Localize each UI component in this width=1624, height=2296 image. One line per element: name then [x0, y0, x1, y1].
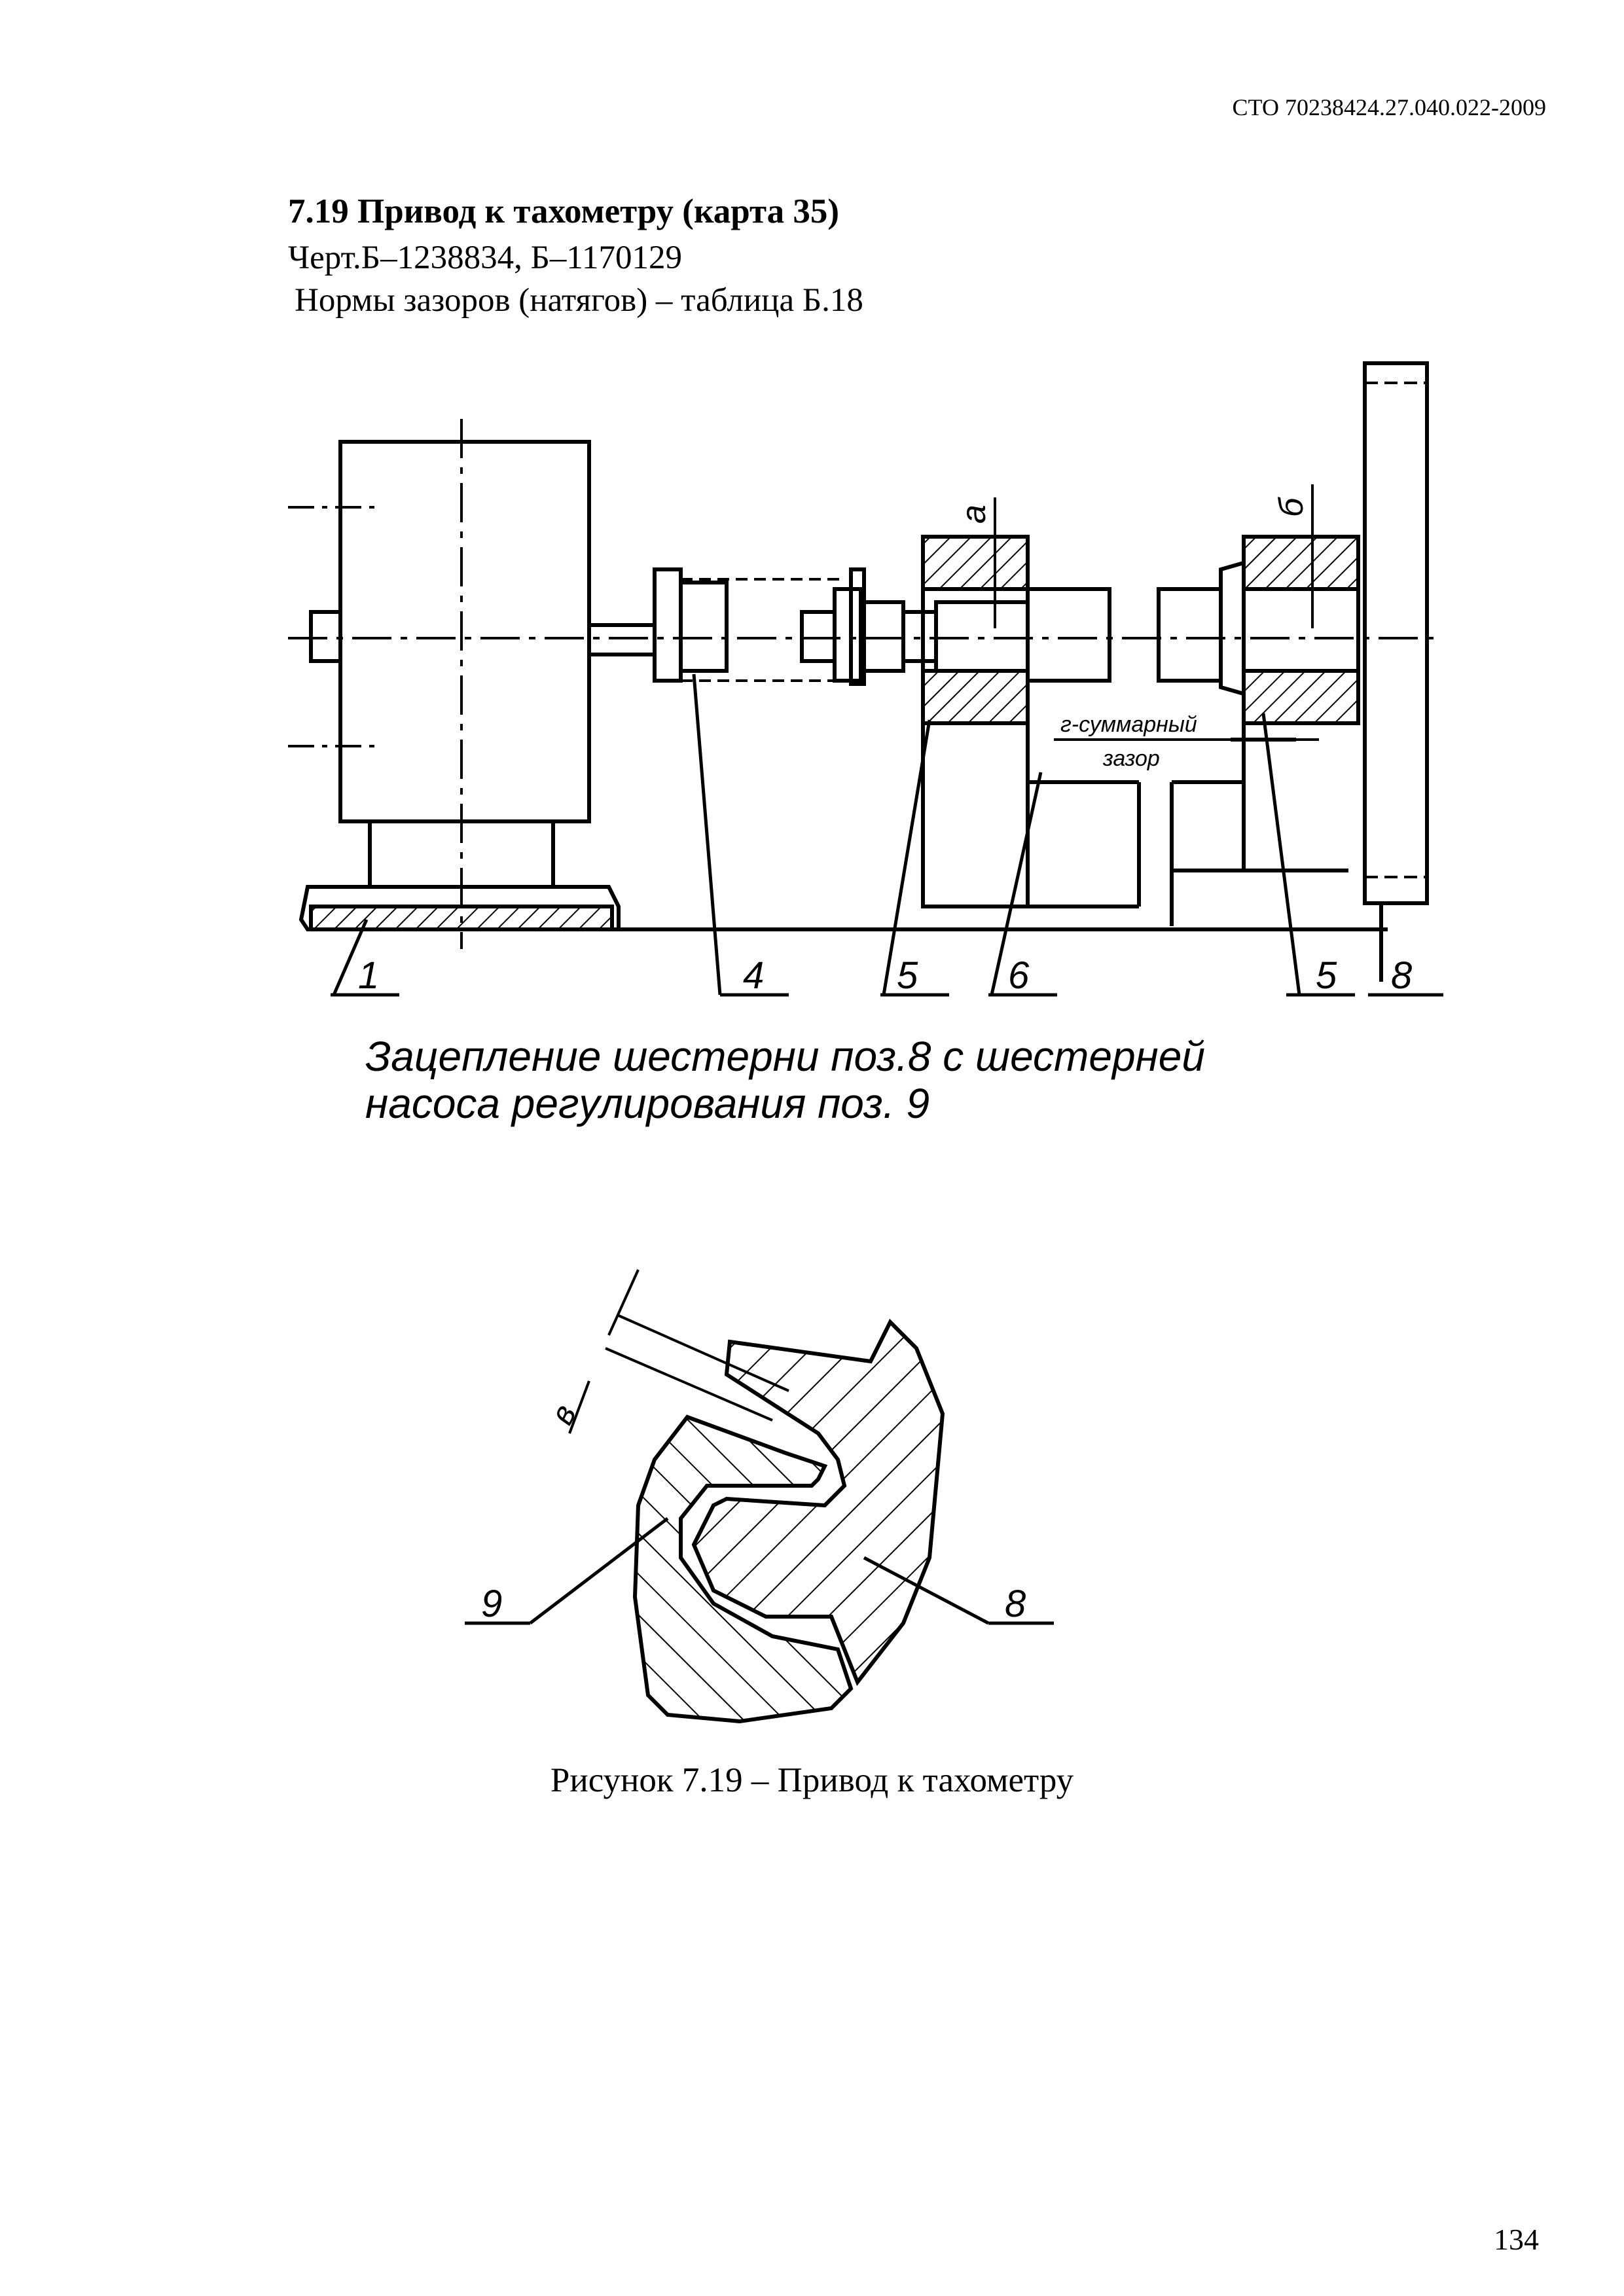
position-5-left-label: 5 [897, 954, 918, 997]
detail-position-8-label: 8 [1005, 1583, 1026, 1625]
position-1-label: 1 [358, 954, 379, 997]
coupling [679, 581, 729, 673]
tachometer-body [338, 440, 591, 823]
gap-a-label: а [955, 505, 993, 524]
figure-caption: Рисунок 7.19 – Привод к тахометру [550, 1761, 1074, 1799]
gap-v-label: в [543, 1399, 583, 1429]
detail-position-9-label: 9 [481, 1583, 502, 1625]
section-title: 7.19 Привод к тахометру (карта 35) [288, 192, 840, 230]
position-8-label: 8 [1391, 954, 1412, 997]
total-gap-label-2: зазор [1102, 746, 1160, 771]
engagement-line-2: насоса регулирования поз. 9 [365, 1080, 930, 1127]
shaft-gear-6 [1026, 587, 1111, 683]
drawing-reference: Черт.Б–1238834, Б–1170129 [288, 240, 682, 276]
gap-b-label: б [1272, 497, 1310, 517]
document-code: СТО 70238424.27.040.022-2009 [1232, 94, 1546, 120]
base-plate [309, 905, 614, 931]
clearance-norms-reference: Нормы зазоров (натягов) – таблица Б.18 [295, 282, 863, 319]
total-gap-label: г-суммарный [1060, 712, 1197, 737]
position-5-right-label: 5 [1316, 954, 1337, 997]
gear-engagement-caption: Зацепление шестерни поз.8 с шестерней на… [365, 1033, 1205, 1127]
engagement-line-1: Зацепление шестерни поз.8 с шестерней [365, 1033, 1205, 1080]
gear-mesh-detail [465, 1269, 1054, 1724]
page-number: 134 [1494, 2223, 1539, 2256]
gear-8 [1363, 361, 1429, 905]
assembly-view [288, 361, 1443, 997]
position-6-label: 6 [1008, 954, 1030, 997]
position-4-label: 4 [743, 954, 764, 997]
